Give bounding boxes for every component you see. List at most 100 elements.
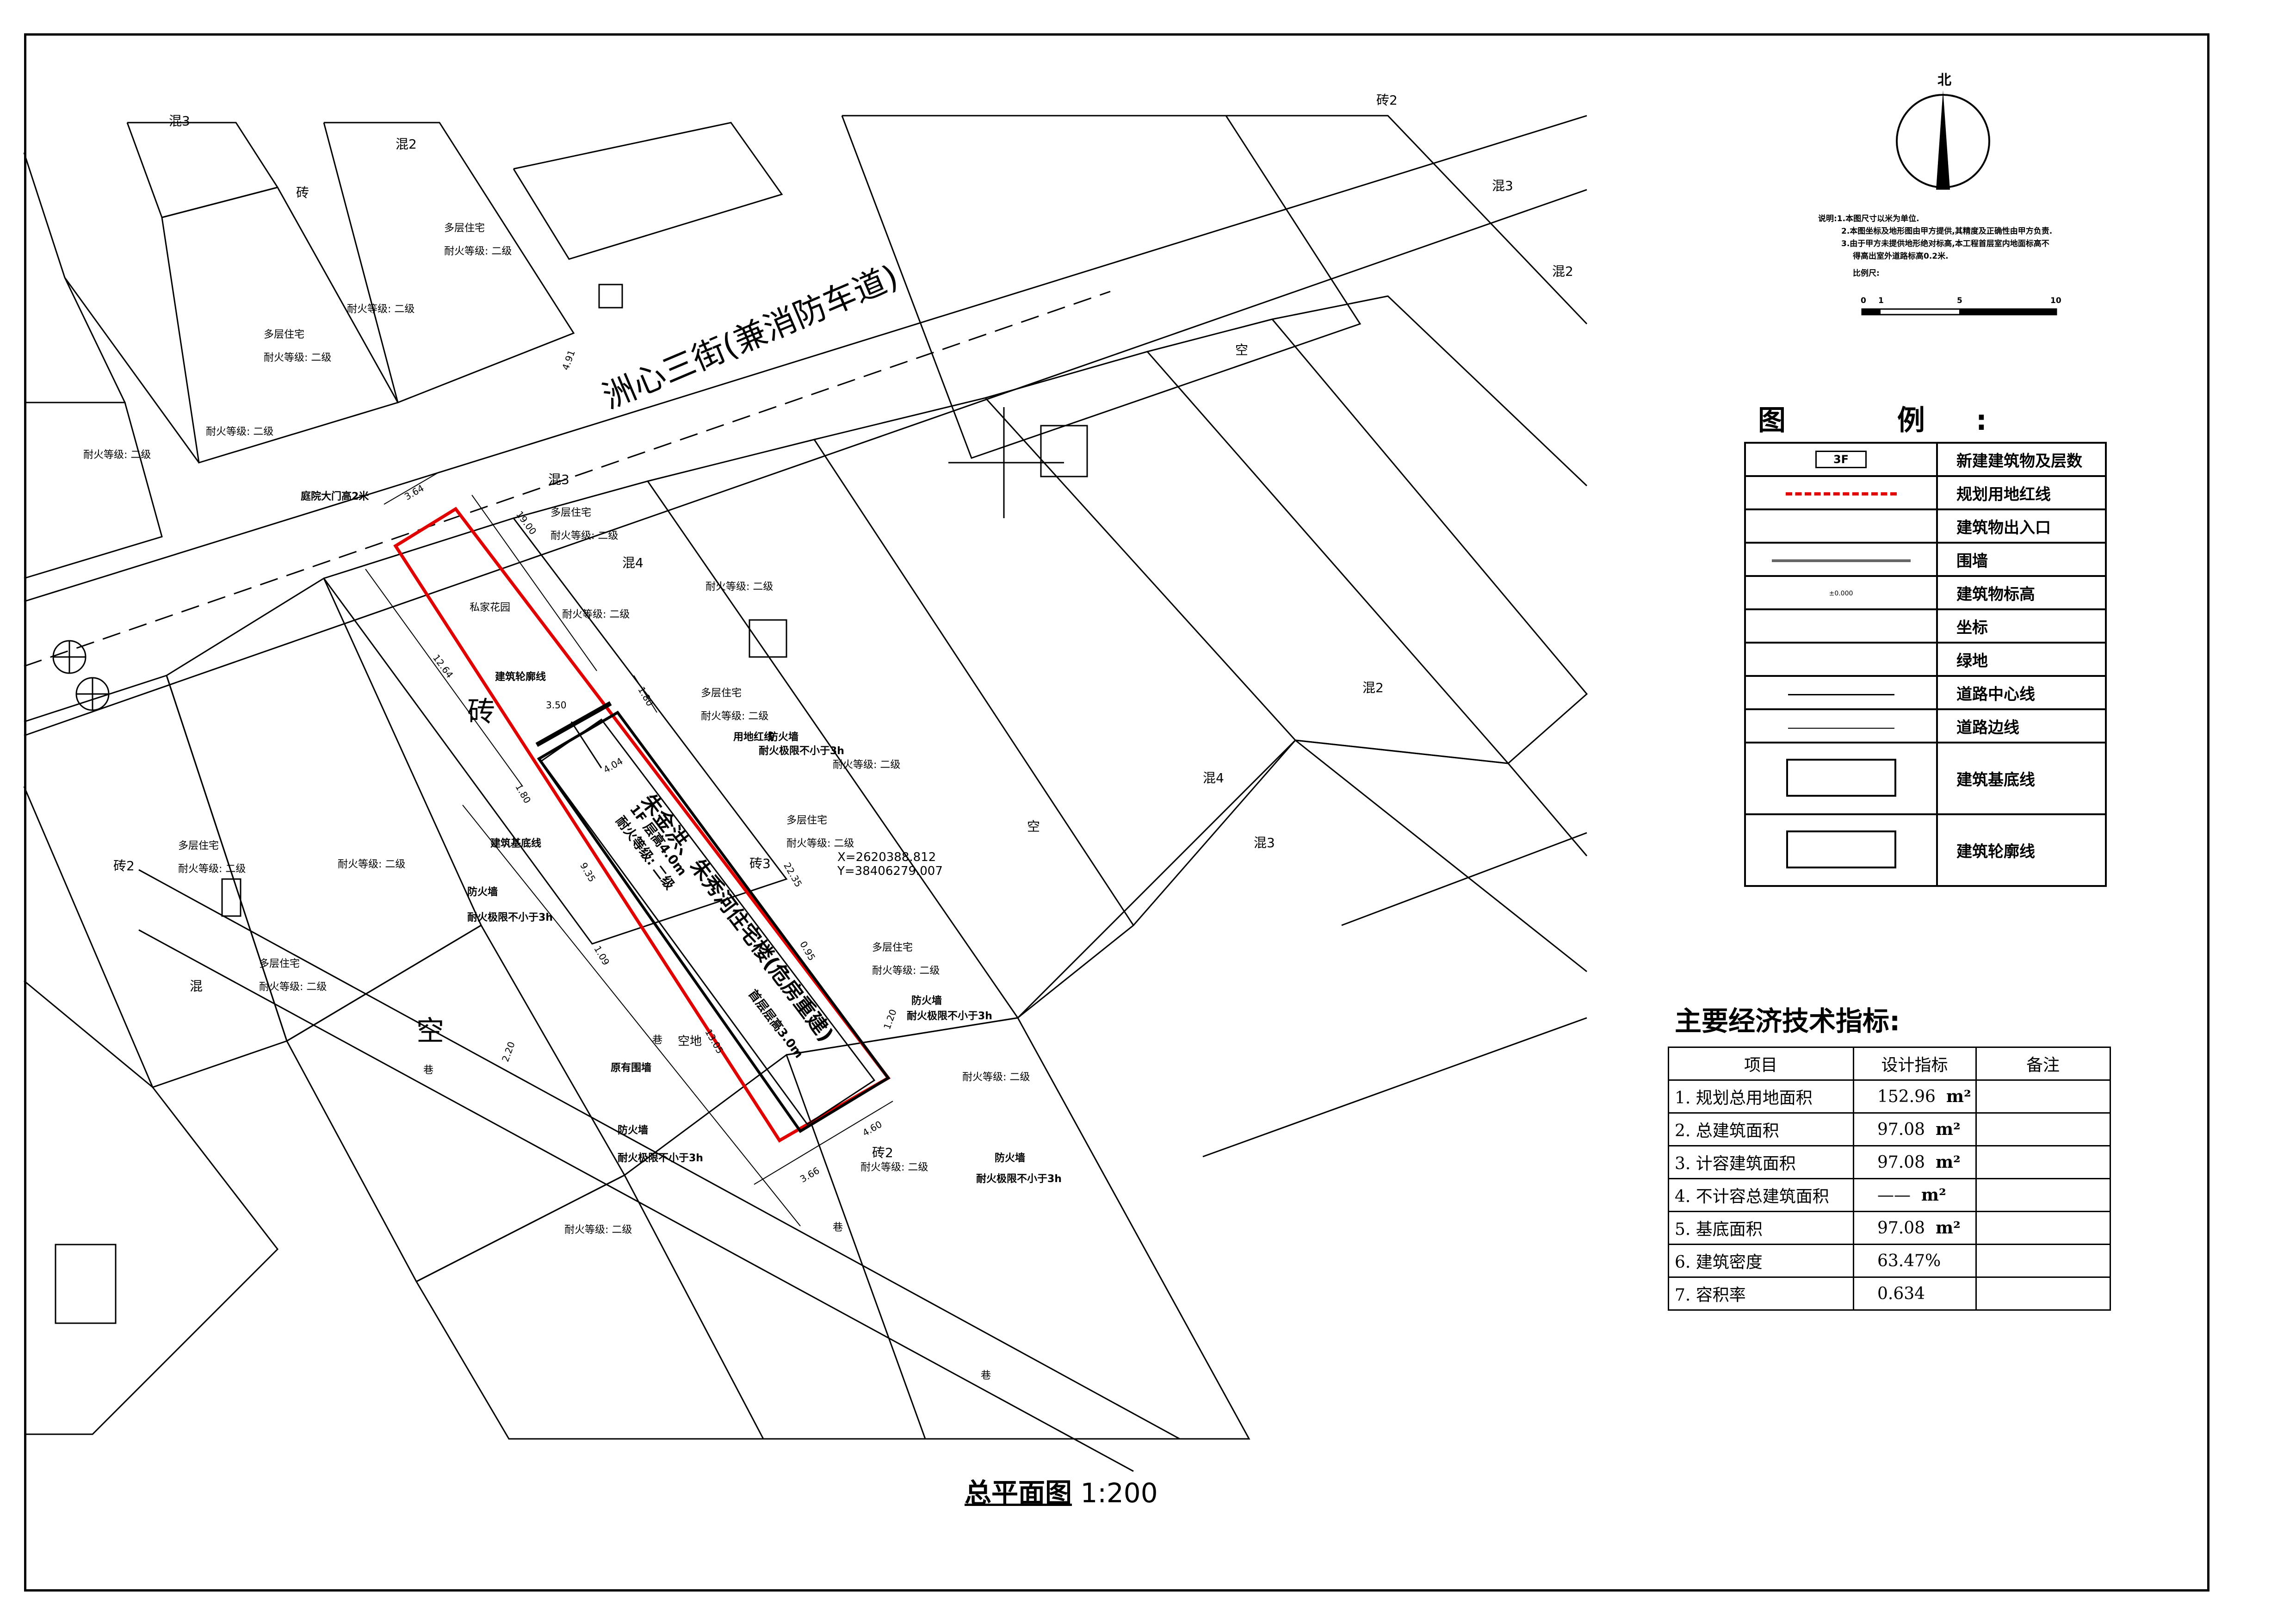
plan-scale: 1:200 xyxy=(1080,1477,1158,1509)
parcel-grade-label: 耐火等级: 二级 xyxy=(83,449,151,461)
parcel-use-label: 多层住宅 xyxy=(264,329,305,341)
drawing-frame xyxy=(24,33,2209,1592)
lane-label: 巷 xyxy=(423,1065,434,1076)
legend-row: ±0.000 建筑物标高 xyxy=(1744,575,2107,610)
notes-block: 说明:1.本图尺寸以米为单位. 2.本图坐标及地形图由甲方提供,其精度及正确性由… xyxy=(1818,213,2052,280)
legend-row: 坐标 xyxy=(1744,608,2107,644)
parcel-label: 砖2 xyxy=(872,1145,893,1160)
parcel-grade-label: 耐火等级: 二级 xyxy=(701,711,769,722)
indicators-title: 主要经济技术指标: xyxy=(1675,1005,1900,1037)
road-edge-line xyxy=(24,115,1587,602)
parcel-label: 砖2 xyxy=(1376,93,1398,108)
base-line-label: 建筑基底线 xyxy=(490,838,542,849)
legend-label: 新建建筑物及层数 xyxy=(1936,442,2107,477)
legend-row: 3F 新建建筑物及层数 xyxy=(1744,442,2107,477)
indicator-value: 97.08 xyxy=(1877,1219,1925,1238)
legend-label: 规划用地红线 xyxy=(1936,475,2107,510)
fire-limit-label: 耐火极限不小于3h xyxy=(618,1152,703,1164)
indicator-row: 3. 计容建筑面积 97.08 m² xyxy=(1668,1145,2111,1179)
indicator-unit: m² xyxy=(1935,1120,1961,1139)
indicator-item: 4. 不计容总建筑面积 xyxy=(1668,1178,1854,1212)
parcel-label: 混3 xyxy=(548,472,569,487)
parcel-label: 砖2 xyxy=(113,858,135,873)
fire-limit-label: 耐火极限不小于3h xyxy=(759,745,844,757)
header-item: 项目 xyxy=(1668,1047,1854,1081)
legend-row: 道路边线 xyxy=(1744,708,2107,743)
parcel-label: 混2 xyxy=(396,136,417,152)
parcel-grade-label: 耐火等级: 二级 xyxy=(786,838,854,849)
parcel-label: 混 xyxy=(190,979,203,994)
scale-tick: 10 xyxy=(2050,296,2061,305)
parcel-label: 混3 xyxy=(1254,835,1275,850)
plan-title-text: 总平面图 xyxy=(965,1477,1072,1509)
parcel-label: 空 xyxy=(1235,342,1249,358)
scale-tick: 0 xyxy=(1861,296,1866,305)
indicator-row: 1. 规划总用地面积 152.96 m² xyxy=(1668,1079,2111,1114)
indicators-table: 项目 设计指标 备注 1. 规划总用地面积 152.96 m² 2. 总建筑面积… xyxy=(1668,1047,2111,1311)
road-edge-line xyxy=(24,189,1587,737)
parcel-grade-label: 耐火等级: 二级 xyxy=(206,426,274,438)
indicator-row: 4. 不计容总建筑面积 —— m² xyxy=(1668,1178,2111,1212)
legend-row: 规划用地红线 xyxy=(1744,475,2107,510)
indicator-row: 5. 基底面积 97.08 m² xyxy=(1668,1211,2111,1245)
note-line: 得高出室外道路标高0.2米. xyxy=(1853,252,1949,261)
coordinate-y: Y=38406279.007 xyxy=(837,864,943,878)
indicator-unit: m² xyxy=(1921,1185,1946,1205)
coordinate-x: X=2620388.812 xyxy=(837,850,936,864)
fire-limit-label: 耐火极限不小于3h xyxy=(976,1173,1062,1185)
parcel-use-label: 多层住宅 xyxy=(786,815,828,826)
legend-label: 坐标 xyxy=(1936,608,2107,644)
legend-table: 3F 新建建筑物及层数 规划用地红线 建筑物出入口 围墙 ±0.000 建筑物标… xyxy=(1744,442,2107,887)
indicator-row: 2. 总建筑面积 97.08 m² xyxy=(1668,1112,2111,1146)
outline-label: 建筑轮廓线 xyxy=(495,671,546,683)
red-line-symbol xyxy=(1785,492,1897,496)
parcel-grade-label: 耐火等级: 二级 xyxy=(833,759,901,771)
road-centre-line xyxy=(24,291,1111,667)
empty-land-label: 空地 xyxy=(678,1035,702,1048)
parcel-label: 混3 xyxy=(169,113,190,129)
indicator-item: 7. 容积率 xyxy=(1668,1276,1854,1311)
parcel-grade-label: 耐火等级: 二级 xyxy=(872,965,940,977)
road-centre-symbol xyxy=(1788,694,1894,695)
fire-limit-label: 耐火极限不小于3h xyxy=(907,1010,992,1022)
note-line: 3.由于甲方未提供地形绝对标高,本工程首层室内地面标高不 xyxy=(1841,239,2049,248)
firewall-label: 防火墙 xyxy=(995,1152,1026,1164)
indicator-unit: m² xyxy=(1935,1152,1961,1172)
legend-label: 道路边线 xyxy=(1936,708,2107,743)
parcel-label: 空 xyxy=(1027,819,1040,834)
parcel-use-label: 多层住宅 xyxy=(444,223,485,234)
existing-wall-label: 原有围墙 xyxy=(611,1062,652,1074)
parcel-grade-label: 耐火等级: 二级 xyxy=(264,352,332,364)
firewall-label: 防火墙 xyxy=(618,1125,649,1136)
parcel-label: 混3 xyxy=(1492,178,1513,193)
north-label: 北 xyxy=(1937,72,1951,88)
parcel-label: 砖 xyxy=(296,185,309,200)
parcel-use-label: 多层住宅 xyxy=(701,688,742,699)
new-building-symbol: 3F xyxy=(1815,451,1867,468)
parcel-use-label: 多层住宅 xyxy=(872,942,913,954)
wall-symbol xyxy=(1771,559,1911,562)
legend-label: 道路中心线 xyxy=(1936,675,2107,710)
lane-label: 巷 xyxy=(652,1035,663,1046)
legend-label: 建筑基底线 xyxy=(1936,742,2107,815)
indicator-value: 97.08 xyxy=(1877,1153,1925,1172)
building-outline xyxy=(537,711,891,1134)
parcel-grade-label: 耐火等级: 二级 xyxy=(551,530,619,542)
indicator-item: 6. 建筑密度 xyxy=(1668,1244,1854,1278)
parcel-grade-label: 耐火等级: 二级 xyxy=(562,609,630,620)
parcel-grade-label: 耐火等级: 二级 xyxy=(338,859,406,870)
note-line: 说明:1.本图尺寸以米为单位. xyxy=(1818,214,1919,223)
parcel-use-label: 多层住宅 xyxy=(259,958,300,970)
parcel-label: 混2 xyxy=(1362,680,1384,695)
base-line-symbol xyxy=(1786,758,1896,797)
parcel-grade-label: 耐火等级: 二级 xyxy=(962,1072,1030,1083)
legend-label: 建筑轮廓线 xyxy=(1936,813,2107,887)
legend-row: 绿地 xyxy=(1744,642,2107,677)
header-remark: 备注 xyxy=(1975,1047,2111,1081)
parcel-use-label: 多层住宅 xyxy=(551,507,592,519)
scale-bar xyxy=(1861,308,2057,316)
indicator-unit: m² xyxy=(1935,1218,1961,1238)
indicator-item: 1. 规划总用地面积 xyxy=(1668,1079,1854,1114)
scale-label: 比例尺: xyxy=(1853,269,1880,278)
